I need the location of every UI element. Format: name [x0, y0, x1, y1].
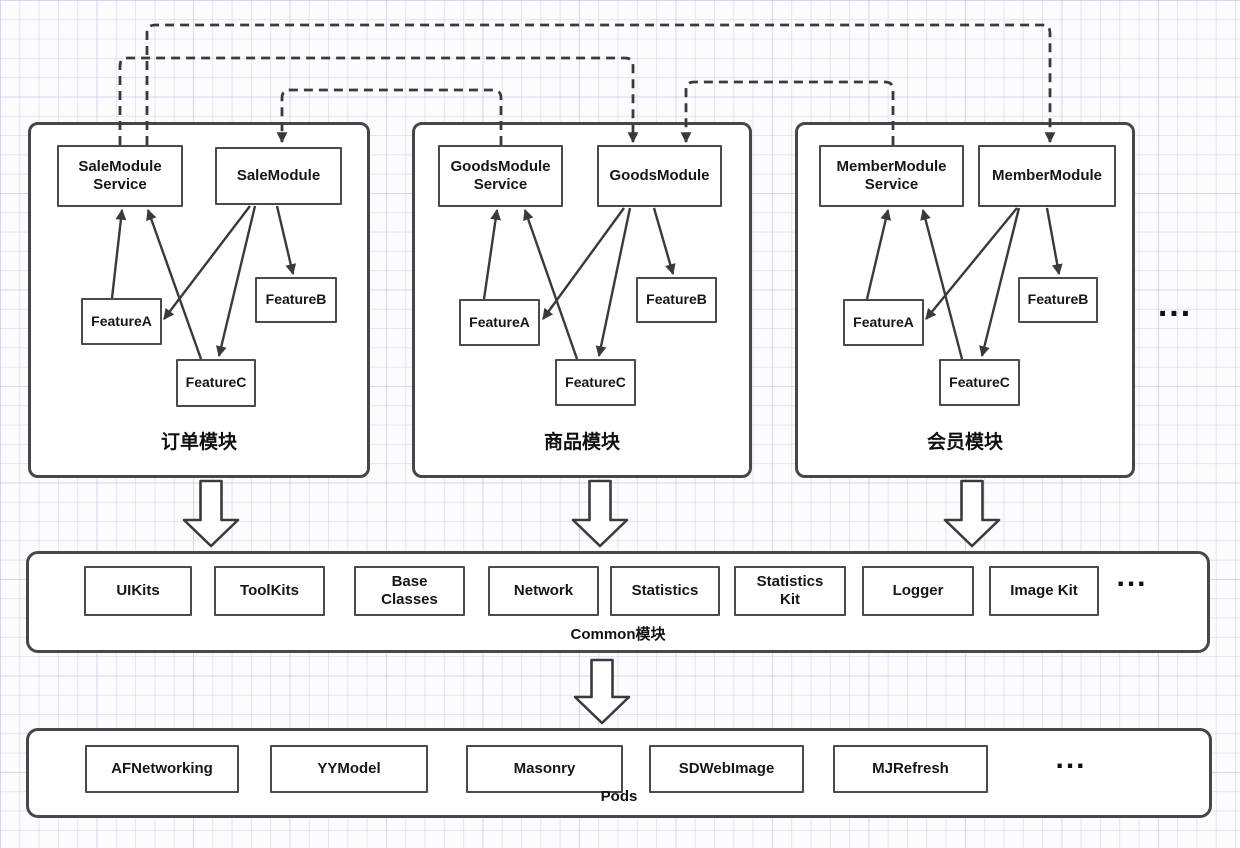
node-order-feature-c: FeatureC [176, 359, 256, 407]
module-title-member: 会员模块 [926, 432, 1003, 453]
flow-arrow-goods-to-common [571, 479, 629, 548]
pods-item-1: YYModel [270, 745, 428, 793]
common-item-7: Image Kit [989, 566, 1099, 616]
pods-more-ellipsis: ... [1055, 742, 1087, 775]
common-item-6: Logger [862, 566, 974, 616]
node-order-feature-a: FeatureA [81, 298, 162, 345]
common-item-5: Statistics Kit [734, 566, 846, 616]
node-member-module: MemberModule [978, 145, 1116, 207]
node-member-service: MemberModule Service [819, 145, 964, 207]
node-member-feature-a: FeatureA [843, 299, 924, 346]
node-order-module: SaleModule [215, 147, 342, 205]
pods-item-0: AFNetworking [85, 745, 239, 793]
common-item-1: ToolKits [214, 566, 325, 616]
common-band-title: Common模块 [570, 626, 666, 643]
common-item-4: Statistics [610, 566, 720, 616]
node-member-feature-b: FeatureB [1018, 277, 1098, 323]
module-title-order: 订单模块 [160, 432, 237, 453]
flow-arrow-member-to-common [943, 479, 1001, 548]
pods-item-4: MJRefresh [833, 745, 988, 793]
pods-band-title: Pods [600, 788, 638, 805]
node-goods-module: GoodsModule [597, 145, 722, 207]
common-item-0: UIKits [84, 566, 192, 616]
common-more-ellipsis: ... [1116, 560, 1148, 593]
node-order-feature-b: FeatureB [255, 277, 337, 323]
more-modules-ellipsis: ... [1157, 286, 1193, 324]
common-item-2: Base Classes [354, 566, 465, 616]
flow-arrow-common-to-pods [573, 658, 631, 725]
flow-arrow-order-to-common [182, 479, 240, 548]
common-item-3: Network [488, 566, 599, 616]
module-title-goods: 商品模块 [543, 432, 620, 453]
node-goods-feature-c: FeatureC [555, 359, 636, 406]
node-member-feature-c: FeatureC [939, 359, 1020, 406]
pods-item-3: SDWebImage [649, 745, 804, 793]
node-order-service: SaleModule Service [57, 145, 183, 207]
pods-item-2: Masonry [466, 745, 623, 793]
node-goods-feature-a: FeatureA [459, 299, 540, 346]
node-goods-service: GoodsModule Service [438, 145, 563, 207]
node-goods-feature-b: FeatureB [636, 277, 717, 323]
